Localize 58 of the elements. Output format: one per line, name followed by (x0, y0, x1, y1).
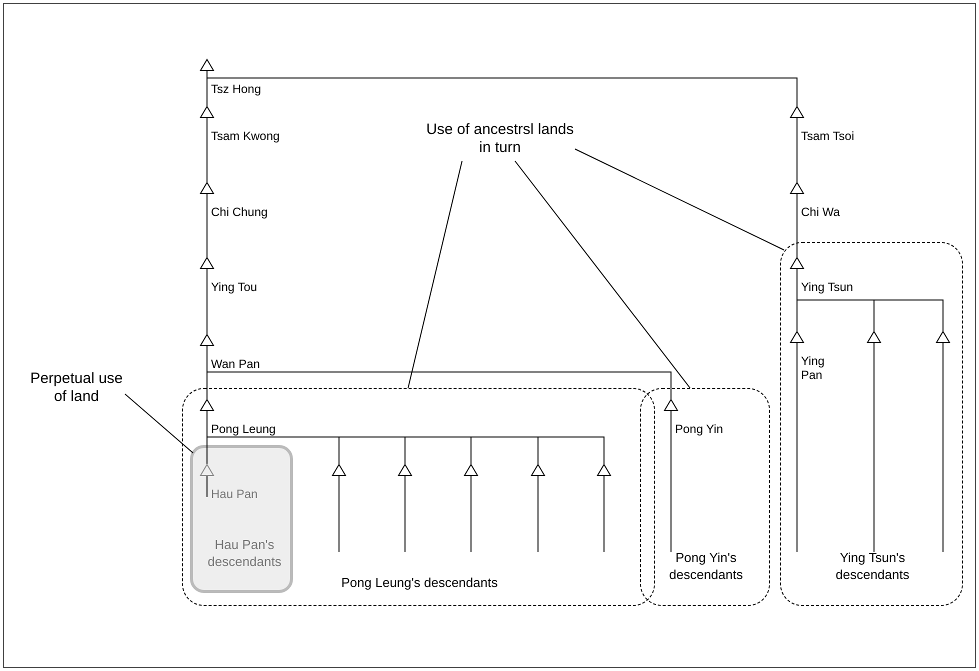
dashed-group-box (780, 242, 963, 606)
dashed-group-box (182, 388, 655, 606)
person-name: Tsam Kwong (211, 129, 280, 143)
triangle-symbol (597, 464, 611, 476)
person-name: Chi Chung (211, 205, 268, 219)
triangle-symbol (531, 464, 545, 476)
person-name: Tsam Tsoi (801, 129, 854, 143)
kinship-line (470, 476, 472, 552)
group-label: Pong Leung's descendants (340, 574, 499, 591)
triangle-symbol (200, 334, 214, 346)
kinship-line (206, 194, 208, 258)
person-name: Chi Wa (801, 205, 840, 219)
person-name: Wan Pan (211, 357, 260, 371)
triangle-symbol (790, 331, 804, 343)
leader-line (514, 160, 691, 388)
annotation-text: Perpetual use of land (28, 370, 125, 406)
leader-line (574, 148, 785, 250)
person-name: Ying Tsun (801, 280, 854, 294)
annotation-text: Use of ancestrsl lands in turn (425, 121, 575, 157)
triangle-symbol (200, 59, 214, 71)
person-name: Pong Yin (675, 422, 724, 436)
triangle-symbol (867, 331, 881, 343)
shaded-group-box (190, 445, 293, 593)
kinship-line (206, 268, 208, 334)
triangle-symbol (398, 464, 412, 476)
triangle-symbol (664, 399, 678, 411)
leader-line (124, 394, 194, 454)
person-name: Ying Tou (211, 280, 258, 294)
triangle-symbol (200, 106, 214, 118)
person-name: Ying Pan (801, 354, 826, 382)
kinship-line (670, 410, 672, 552)
triangle-symbol (332, 464, 346, 476)
kinship-line (338, 476, 340, 552)
kinship-line (942, 342, 944, 552)
group-label: Pong Yin's descendants (668, 549, 744, 583)
triangle-symbol (200, 399, 214, 411)
triangle-symbol (790, 106, 804, 118)
kinship-line (796, 342, 798, 552)
group-label: Hau Pan's descendants (206, 536, 282, 570)
person-name: Tsz Hong (211, 82, 262, 96)
triangle-symbol (200, 464, 214, 476)
person-name: Pong Leung (211, 422, 276, 436)
group-label: Ying Tsun's descendants (834, 549, 910, 583)
triangle-symbol (790, 182, 804, 194)
kinship-line (404, 476, 406, 552)
kinship-line (796, 268, 944, 332)
kinship-line (796, 194, 798, 258)
person-name: Hau Pan (211, 487, 258, 501)
kinship-line (206, 118, 208, 182)
leader-line (408, 160, 463, 388)
kinship-line (796, 118, 798, 182)
triangle-symbol (790, 257, 804, 269)
triangle-symbol (200, 182, 214, 194)
triangle-symbol (464, 464, 478, 476)
triangle-symbol (200, 257, 214, 269)
triangle-symbol (936, 331, 950, 343)
dashed-group-box (640, 388, 770, 606)
kinship-line (206, 476, 208, 498)
